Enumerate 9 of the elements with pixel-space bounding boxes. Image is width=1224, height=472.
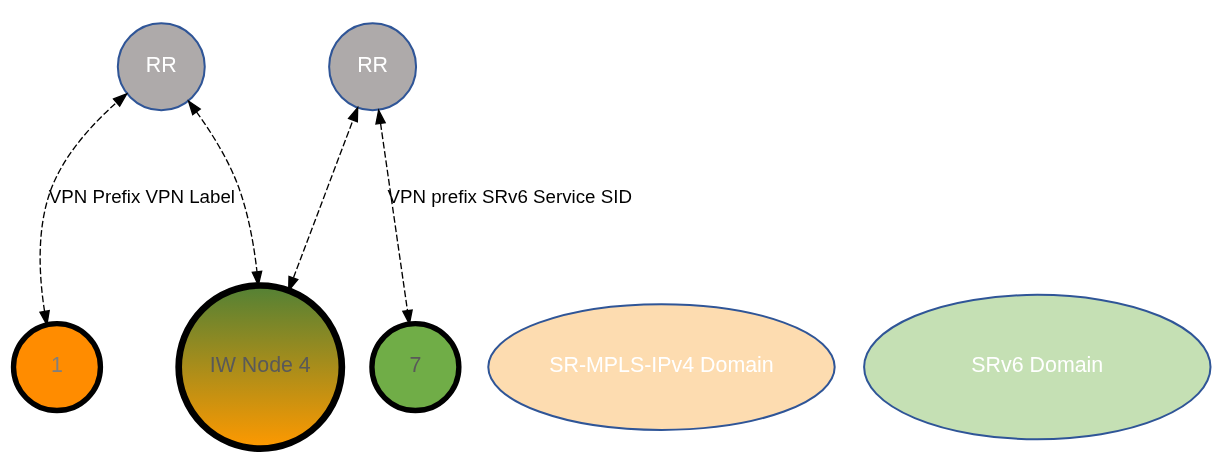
edge-label: VPN prefix SRv6 Service SID: [387, 185, 632, 207]
node-ellipse: SR-MPLS-IPv4 Domain: [487, 303, 836, 431]
node-ellipse: SRv6 Domain: [863, 293, 1212, 441]
node-circle: 7: [369, 320, 462, 414]
edge-label: VPN Prefix VPN Label: [48, 185, 236, 207]
node-circle: RR: [328, 22, 418, 112]
node-circle: 1: [10, 320, 104, 414]
node-circle: RR: [116, 22, 206, 112]
node-circle: IW Node 4: [175, 282, 346, 452]
